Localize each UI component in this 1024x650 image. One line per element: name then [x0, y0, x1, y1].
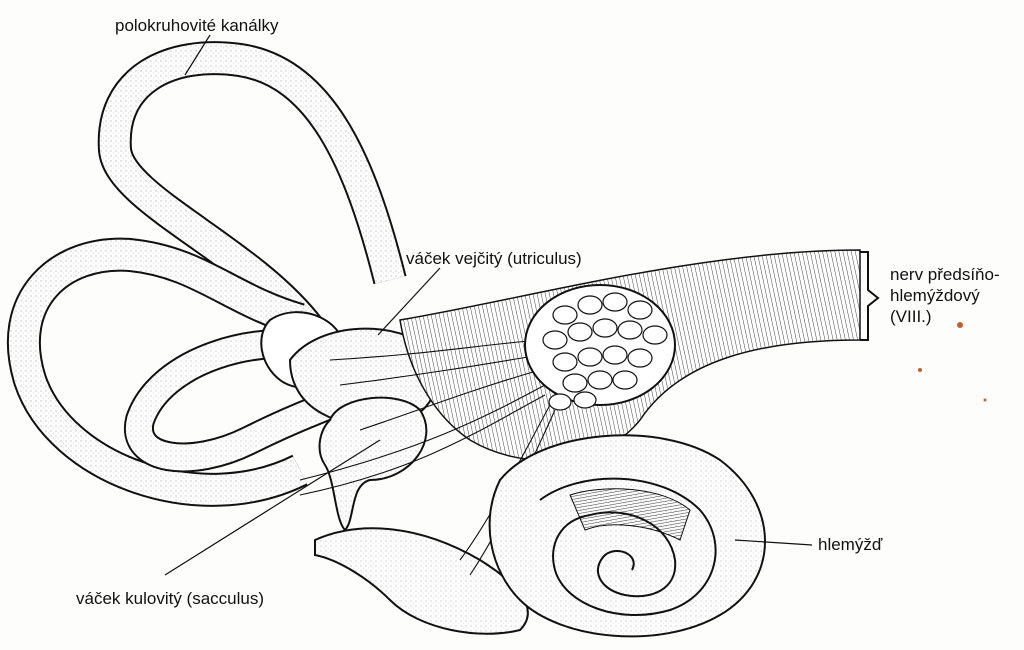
label-cochlea: hlemýžď	[818, 534, 882, 555]
label-saccule: váček kulovitý (sacculus)	[76, 588, 264, 609]
label-utricle: váček vejčitý (utriculus)	[406, 248, 582, 269]
nerve-label-line-3: (VIII.)	[890, 306, 1000, 327]
label-vestibulocochlear-nerve: nerv předsíňo- hlemýždový (VIII.)	[890, 264, 1000, 327]
nerve-label-line-2: hlemýždový	[890, 285, 1000, 306]
nerve-bracket	[860, 252, 878, 340]
label-semicircular-canals: polokruhovité kanálky	[115, 15, 278, 36]
cochlea-shape	[490, 435, 765, 636]
nerve-label-line-1: nerv předsíňo-	[890, 264, 1000, 285]
